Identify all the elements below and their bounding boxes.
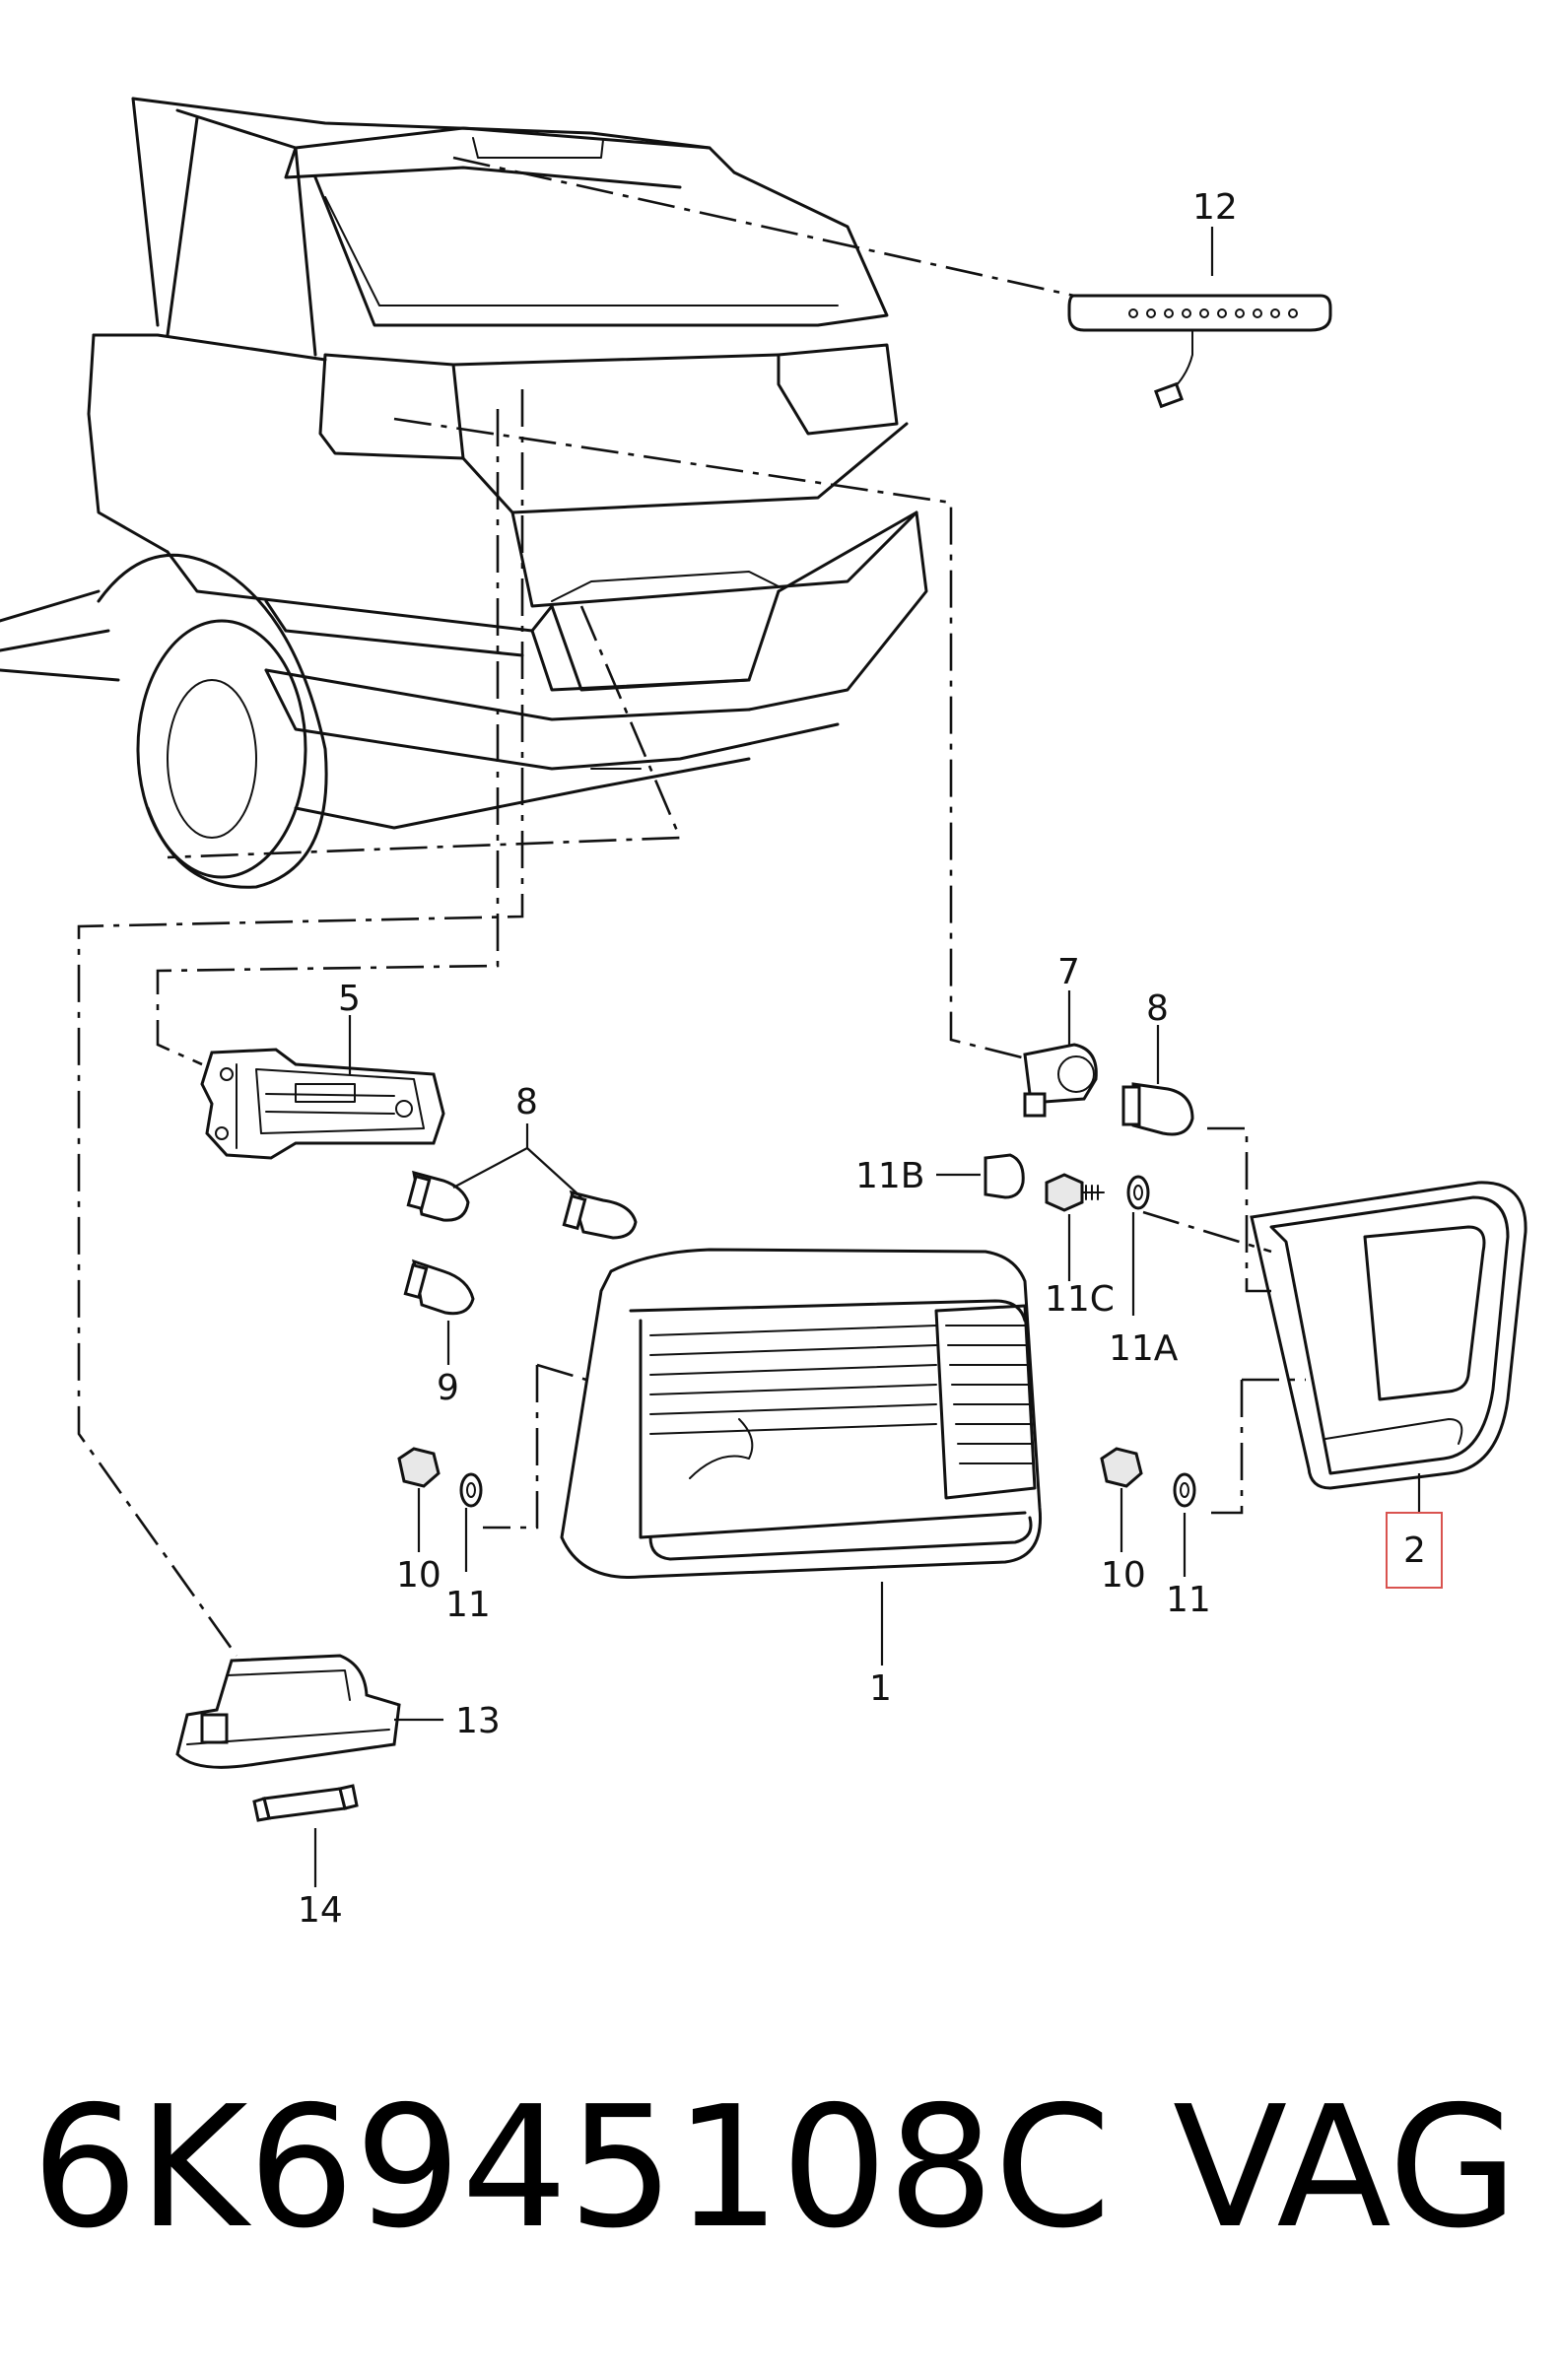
fasteners-11 bbox=[936, 1153, 1150, 1316]
callout-2: 2 bbox=[1403, 1530, 1426, 1571]
footer-caption: 6K6945108C VAG bbox=[0, 2050, 1561, 2286]
festoon-bulb bbox=[252, 1784, 359, 1887]
tail-light-assembly bbox=[560, 1248, 1043, 1666]
nut-washer-right bbox=[1100, 1447, 1196, 1577]
callout-1: 1 bbox=[869, 1668, 892, 1709]
part-number: 6K6945108C bbox=[32, 2071, 1112, 2266]
callout-10-left: 10 bbox=[396, 1555, 441, 1596]
nut-washer-left bbox=[397, 1447, 483, 1572]
callout-9: 9 bbox=[437, 1368, 459, 1408]
license-plate-light bbox=[175, 1654, 443, 1769]
callout-14: 14 bbox=[298, 1890, 343, 1931]
callout-5: 5 bbox=[338, 979, 361, 1019]
highlight-box bbox=[1386, 1512, 1443, 1589]
callout-10-right: 10 bbox=[1101, 1555, 1146, 1596]
callout-8-right: 8 bbox=[1146, 988, 1169, 1029]
callout-12: 12 bbox=[1192, 187, 1238, 228]
brand-name: VAG bbox=[1173, 2071, 1519, 2266]
callout-labels: 12 5 7 8 8 11B 11C 11A 9 10 11 10 11 2 1… bbox=[298, 187, 1426, 1931]
callout-8-left: 8 bbox=[515, 1082, 538, 1122]
callout-11C: 11C bbox=[1045, 1279, 1115, 1320]
callout-11-left: 11 bbox=[445, 1585, 491, 1625]
callout-11-right: 11 bbox=[1166, 1580, 1211, 1620]
callout-7: 7 bbox=[1057, 952, 1080, 992]
inner-tail-light bbox=[1250, 1181, 1527, 1589]
bulbs-left bbox=[403, 1123, 638, 1365]
callout-13: 13 bbox=[455, 1701, 501, 1741]
bulb-socket bbox=[1023, 990, 1098, 1118]
bulb-right bbox=[1121, 1025, 1194, 1136]
third-brake-light bbox=[1067, 227, 1332, 409]
bulb-carrier bbox=[200, 1015, 445, 1160]
callout-11A: 11A bbox=[1109, 1328, 1179, 1369]
assembly-lines bbox=[77, 156, 1306, 1657]
car-rear-illustration bbox=[0, 97, 928, 889]
callout-11B: 11B bbox=[855, 1156, 925, 1196]
